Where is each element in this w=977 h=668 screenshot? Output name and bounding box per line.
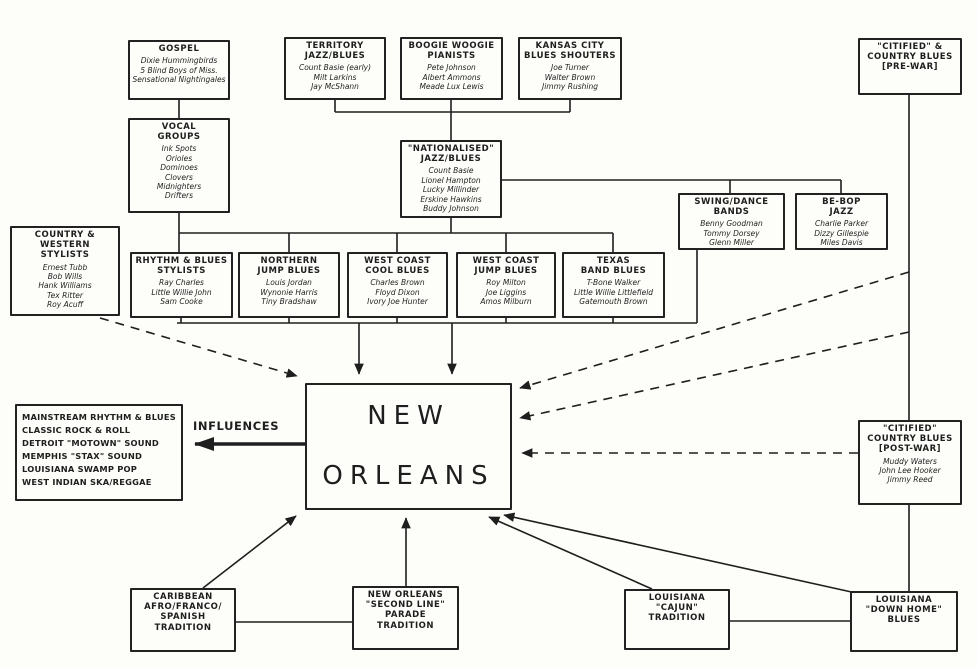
node-new-orleans: NEW ORLEANS <box>305 383 512 510</box>
node-gospel: GOSPEL Dixie Hummingbirds 5 Blind Boys o… <box>128 40 230 100</box>
node-vocal-members: Ink Spots Orioles Dominoes Clovers Midni… <box>156 144 202 201</box>
node-wc-jump-members: Roy Milton Joe Liggins Amos Milburn <box>480 278 532 307</box>
node-nationalised-members: Count Basie Lionel Hampton Lucky Millind… <box>420 166 482 213</box>
node-citified-country-blues-prewar: "CITIFIED" & COUNTRY BLUES [PRE-WAR] <box>858 38 962 95</box>
arrow-downhome-neworleans <box>503 512 857 594</box>
node-vocal-title: VOCAL GROUPS <box>157 122 201 143</box>
node-boogie-woogie-pianists: BOOGIE WOOGIE PIANISTS Pete Johnson Albe… <box>400 37 503 100</box>
influences-arrow-label: INFLUENCES <box>193 419 280 433</box>
node-nationalised-jazz-blues: "NATIONALISED" JAZZ/BLUES Count Basie Li… <box>400 140 502 218</box>
node-down-home-title: LOUISIANA "DOWN HOME" BLUES <box>865 595 943 626</box>
node-northern-title: NORTHERN JUMP BLUES <box>257 256 321 277</box>
node-territory-jazz-blues: TERRITORY JAZZ/BLUES Count Basie (early)… <box>284 37 386 100</box>
node-bebop-title: BE-BOP JAZZ <box>822 197 861 218</box>
edge-mid-bus <box>178 213 614 252</box>
node-boogie-members: Pete Johnson Albert Ammons Meade Lux Lew… <box>419 63 484 92</box>
node-territory-title: TERRITORY JAZZ/BLUES <box>304 41 366 62</box>
node-rnb-members: Ray Charles Little Willie John Sam Cooke <box>151 278 212 307</box>
node-west-coast-cool-blues: WEST COAST COOL BLUES Charles Brown Floy… <box>347 252 448 318</box>
node-west-coast-jump-blues: WEST COAST JUMP BLUES Roy Milton Joe Lig… <box>456 252 556 318</box>
arrow-countrywestern-neworleans <box>99 317 298 378</box>
node-boogie-title: BOOGIE WOOGIE PIANISTS <box>408 41 495 62</box>
node-bebop-jazz: BE-BOP JAZZ Charlie Parker Dizzy Gillesp… <box>795 193 888 250</box>
node-influences-list-lines: MAINSTREAM RHYTHM & BLUES CLASSIC ROCK &… <box>22 412 176 487</box>
node-texas-title: TEXAS BAND BLUES <box>580 256 647 277</box>
node-country-western-members: Ernest Tubb Bob Wills Hank Williams Tex … <box>38 262 92 310</box>
node-influences-list: MAINSTREAM RHYTHM & BLUES CLASSIC ROCK &… <box>15 404 183 501</box>
node-wc-jump-title: WEST COAST JUMP BLUES <box>472 256 540 277</box>
node-citified-prewar-title: "CITIFIED" & COUNTRY BLUES [PRE-WAR] <box>867 42 953 73</box>
node-texas-band-blues: TEXAS BAND BLUES T-Bone Walker Little Wi… <box>562 252 665 318</box>
node-territory-members: Count Basie (early) Milt Larkins Jay McS… <box>298 63 372 92</box>
node-rnb-title: RHYTHM & BLUES STYLISTS <box>135 256 228 277</box>
node-texas-members: T-Bone Walker Little Willie Littlefield … <box>573 278 654 307</box>
node-caribbean-title: CARIBBEAN AFRO/FRANCO/ SPANISH TRADITION <box>144 592 222 633</box>
node-cajun-tradition: LOUISIANA "CAJUN" TRADITION <box>624 589 730 650</box>
node-nationalised-title: "NATIONALISED" JAZZ/BLUES <box>407 144 495 165</box>
node-country-western-stylists: COUNTRY & WESTERN STYLISTS Ernest Tubb B… <box>10 226 120 316</box>
edge-nationalised-swing-bebop <box>502 179 842 193</box>
node-country-western-title: COUNTRY & WESTERN STYLISTS <box>34 230 96 261</box>
node-caribbean-tradition: CARIBBEAN AFRO/FRANCO/ SPANISH TRADITION <box>130 588 236 652</box>
node-gospel-title: GOSPEL <box>158 44 200 54</box>
node-kansas-title: KANSAS CITY BLUES SHOUTERS <box>523 41 617 62</box>
node-new-orleans-title: NEW ORLEANS <box>322 400 495 491</box>
arrow-caribbean-neworleans <box>202 515 297 589</box>
node-wc-cool-members: Charles Brown Floyd Dixon Ivory Joe Hunt… <box>367 278 428 307</box>
node-gospel-members: Dixie Hummingbirds 5 Blind Boys of Miss.… <box>132 56 226 84</box>
node-swing-members: Benny Goodman Tommy Dorsey Glenn Miller <box>700 219 763 248</box>
node-second-line-parade-tradition: NEW ORLEANS "SECOND LINE" PARADE TRADITI… <box>352 586 459 650</box>
node-swing-dance-bands: SWING/DANCE BANDS Benny Goodman Tommy Do… <box>678 193 785 250</box>
node-second-line-title: NEW ORLEANS "SECOND LINE" PARADE TRADITI… <box>365 590 446 631</box>
arrow-cajun-neworleans <box>488 516 653 590</box>
arrow-swing-bebop-neworleans-2 <box>519 331 910 421</box>
node-citified-country-blues-postwar: "CITIFIED" COUNTRY BLUES [POST-WAR] Mudd… <box>858 420 962 505</box>
node-citified-postwar-title: "CITIFIED" COUNTRY BLUES [POST-WAR] <box>867 424 953 455</box>
node-vocal-groups: VOCAL GROUPS Ink Spots Orioles Dominoes … <box>128 118 230 213</box>
node-rhythm-blues-stylists: RHYTHM & BLUES STYLISTS Ray Charles Litt… <box>130 252 233 318</box>
edge-lower-bus <box>177 250 698 324</box>
node-wc-cool-title: WEST COAST COOL BLUES <box>364 256 431 277</box>
edge-top-bus <box>334 100 571 140</box>
node-kansas-members: Joe Turner Walter Brown Jimmy Rushing <box>542 63 598 92</box>
node-northern-jump-blues: NORTHERN JUMP BLUES Louis Jordan Wynonie… <box>238 252 340 318</box>
node-bebop-members: Charlie Parker Dizzy Gillespie Miles Dav… <box>814 219 869 248</box>
node-northern-members: Louis Jordan Wynonie Harris Tiny Bradsha… <box>260 278 318 307</box>
arrow-swing-bebop-neworleans-1 <box>519 271 910 390</box>
node-citified-postwar-members: Muddy Waters John Lee Hooker Jimmy Reed <box>879 456 941 485</box>
node-down-home-blues: LOUISIANA "DOWN HOME" BLUES <box>850 591 958 652</box>
node-kansas-city-shouters: KANSAS CITY BLUES SHOUTERS Joe Turner Wa… <box>518 37 622 100</box>
node-cajun-title: LOUISIANA "CAJUN" TRADITION <box>648 593 706 624</box>
node-swing-title: SWING/DANCE BANDS <box>694 197 769 218</box>
